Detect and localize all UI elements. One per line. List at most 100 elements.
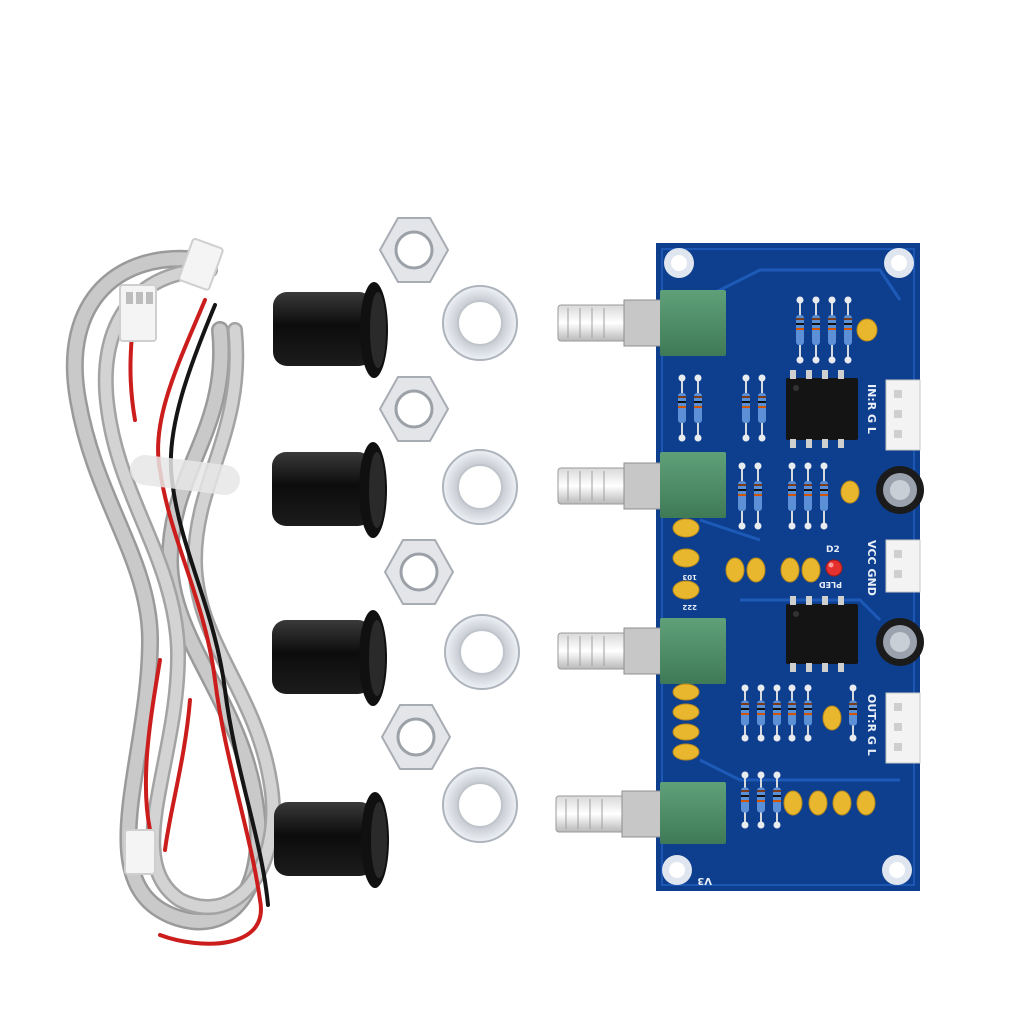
resistor-band	[828, 328, 836, 330]
resistor-band	[741, 703, 749, 705]
solder-pad	[804, 462, 812, 470]
resistor-band	[678, 406, 686, 408]
mount-hole-bottom-left	[662, 855, 692, 885]
resistor-band	[694, 401, 702, 403]
resistor-band	[788, 484, 796, 486]
hex-nut-1	[378, 217, 450, 283]
resistor-band	[820, 494, 828, 496]
washer-1	[442, 285, 518, 361]
cable-bundle	[65, 249, 281, 946]
potentiometer-2	[557, 452, 726, 518]
resistor-band	[678, 401, 686, 403]
solder-pad	[757, 821, 765, 829]
solder-pad	[757, 734, 765, 742]
electrolytic-capacitor-1	[876, 466, 924, 514]
board-version: V3	[697, 875, 712, 886]
solder-pad	[812, 296, 820, 304]
hex-nut-3	[383, 539, 455, 605]
solder-pad	[773, 734, 781, 742]
resistor-band	[738, 484, 746, 486]
input-connector	[885, 379, 921, 451]
resistor-band	[694, 396, 702, 398]
resistor-band	[773, 795, 781, 797]
solder-pad	[694, 374, 702, 382]
resistor-band	[796, 318, 804, 320]
solder-pad	[754, 462, 762, 470]
resistor-band	[738, 489, 746, 491]
solder-pad	[828, 356, 836, 364]
resistor-band	[844, 323, 852, 325]
solder-pad	[758, 434, 766, 442]
solder-pad	[742, 374, 750, 382]
led-label: PLED	[819, 580, 842, 589]
solder-pad	[738, 522, 746, 530]
resistor-band	[754, 489, 762, 491]
led-indicator	[825, 559, 843, 577]
power-connector	[885, 539, 921, 593]
hex-nut-4	[380, 704, 452, 770]
resistor-band	[741, 790, 749, 792]
resistor-band	[754, 484, 762, 486]
solder-pad	[844, 296, 852, 304]
solder-pad	[788, 734, 796, 742]
resistor-band	[804, 713, 812, 715]
connector-plug	[119, 238, 224, 875]
resistor-band	[741, 708, 749, 710]
solder-pad	[741, 771, 749, 779]
solder-pad	[694, 434, 702, 442]
solder-pad	[849, 734, 857, 742]
solder-pad	[820, 522, 828, 530]
resistor-band	[788, 703, 796, 705]
resistor-band	[742, 401, 750, 403]
potentiometer-4	[555, 782, 726, 844]
op-amp-chip-1	[786, 370, 858, 448]
resistor-band	[812, 323, 820, 325]
resistor-band	[820, 489, 828, 491]
output-connector	[885, 692, 921, 764]
led-designator: D2	[826, 545, 840, 555]
potentiometer-1	[557, 290, 726, 356]
resistor-band	[796, 323, 804, 325]
solder-pad	[812, 356, 820, 364]
resistor-band	[757, 713, 765, 715]
resistor-band	[754, 494, 762, 496]
solder-pad	[788, 684, 796, 692]
solder-pad	[741, 684, 749, 692]
solder-pad	[678, 434, 686, 442]
resistor-band	[804, 708, 812, 710]
resistor-band	[757, 703, 765, 705]
resistor-band	[758, 406, 766, 408]
resistor-band	[742, 396, 750, 398]
solder-pad	[788, 462, 796, 470]
potentiometer-3	[557, 618, 726, 684]
resistor-band	[804, 484, 812, 486]
resistor-band	[758, 396, 766, 398]
resistor-band	[738, 494, 746, 496]
resistor-band	[773, 790, 781, 792]
resistor-band	[757, 800, 765, 802]
solder-pad	[742, 434, 750, 442]
resistor-band	[820, 484, 828, 486]
resistor-band	[849, 708, 857, 710]
solder-pad	[741, 821, 749, 829]
solder-pad	[804, 684, 812, 692]
solder-pad	[773, 771, 781, 779]
resistor-band	[742, 406, 750, 408]
resistor-band	[773, 713, 781, 715]
electrolytic-capacitor-2	[876, 618, 924, 666]
resistor-band	[844, 318, 852, 320]
solder-pad	[741, 734, 749, 742]
solder-pad	[757, 771, 765, 779]
resistor-band	[828, 323, 836, 325]
resistor-band	[741, 713, 749, 715]
hex-nut-2	[378, 376, 450, 442]
solder-pad	[804, 734, 812, 742]
resistor-band	[804, 489, 812, 491]
washer-4	[442, 767, 518, 843]
resistor-band	[788, 708, 796, 710]
resistor-band	[758, 401, 766, 403]
resistor-band	[694, 406, 702, 408]
solder-pad	[788, 522, 796, 530]
op-amp-chip-2	[786, 596, 858, 672]
solder-pad	[758, 374, 766, 382]
